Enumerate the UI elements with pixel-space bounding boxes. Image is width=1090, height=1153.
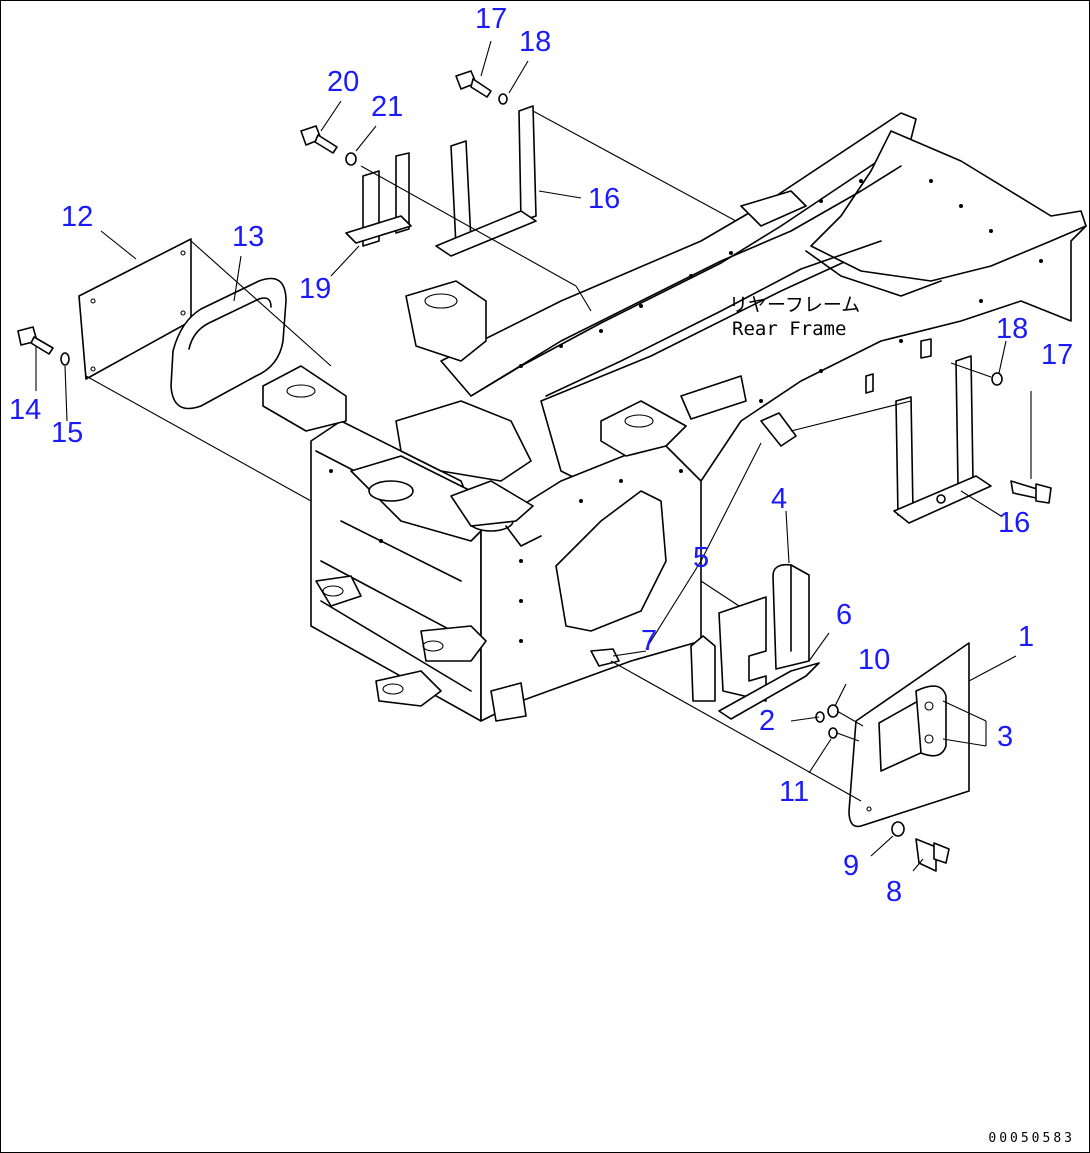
block-4 <box>772 563 810 670</box>
callout-8[interactable]: 8 <box>886 876 903 908</box>
callout-21[interactable]: 21 <box>371 91 404 123</box>
callout-18-top[interactable]: 18 <box>519 26 552 58</box>
callout-11[interactable]: 11 <box>779 776 810 808</box>
block-5 <box>718 596 767 702</box>
bracket-16-upper <box>435 105 537 257</box>
callout-12[interactable]: 12 <box>61 201 94 233</box>
callout-3[interactable]: 3 <box>997 721 1014 753</box>
callout-17-right[interactable]: 17 <box>1041 339 1074 371</box>
callout-14[interactable]: 14 <box>9 394 42 426</box>
callout-19[interactable]: 19 <box>299 273 332 305</box>
frame-label-english: Rear Frame <box>732 318 847 340</box>
callout-10[interactable]: 10 <box>858 644 891 676</box>
bracket-19 <box>345 152 412 247</box>
callout-1[interactable]: 1 <box>1018 621 1035 653</box>
callout-4[interactable]: 4 <box>771 483 788 515</box>
callout-16-upper[interactable]: 16 <box>588 183 621 215</box>
leader-lines <box>35 40 1032 872</box>
pad-13 <box>170 277 287 410</box>
callout-7[interactable]: 7 <box>641 625 658 657</box>
callout-5[interactable]: 5 <box>693 542 710 574</box>
callout-20[interactable]: 20 <box>327 66 360 98</box>
block-7 <box>690 635 716 702</box>
callout-17-top[interactable]: 17 <box>475 3 508 35</box>
callout-2[interactable]: 2 <box>759 705 776 737</box>
frame-label-japanese: リヤーフレーム <box>729 294 861 316</box>
fasteners <box>17 70 1052 872</box>
callout-9[interactable]: 9 <box>843 850 860 882</box>
callout-16-lower[interactable]: 16 <box>998 507 1031 539</box>
callout-18-right[interactable]: 18 <box>996 313 1029 345</box>
callout-13[interactable]: 13 <box>232 221 265 253</box>
plate-1 <box>848 642 970 828</box>
block-6 <box>718 662 820 720</box>
callout-6[interactable]: 6 <box>836 599 853 631</box>
callout-15[interactable]: 15 <box>51 417 84 449</box>
bracket-16-lower <box>893 355 992 524</box>
drawing-code: 00050583 <box>988 1131 1075 1146</box>
